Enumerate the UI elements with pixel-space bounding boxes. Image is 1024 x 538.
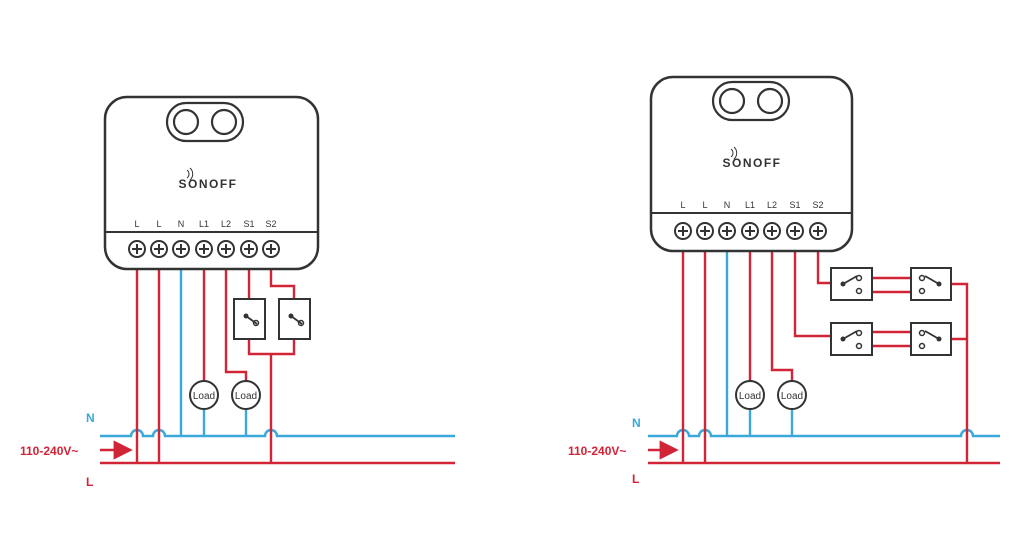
diagram-left: SONOFF L L N L1 L2 S1 S2 [20, 95, 455, 489]
left-term-label-L1: L1 [199, 219, 209, 229]
right-switch-top-1 [830, 267, 873, 301]
left-term-label-L2: L2 [221, 219, 231, 229]
left-load-1: Load [189, 380, 219, 410]
right-term-label-L1: L1 [745, 200, 755, 210]
right-screw-3 [718, 222, 736, 240]
left-term-label-S1: S1 [243, 219, 254, 229]
right-term-label-S1: S1 [789, 200, 800, 210]
left-wire-out2 [224, 258, 248, 382]
left-brand-logo: SONOFF [179, 177, 238, 191]
left-wire-S2 [269, 258, 296, 299]
right-load-1-label: Load [739, 391, 761, 402]
right-switch-return [951, 282, 969, 463]
right-screw-6 [786, 222, 804, 240]
right-terminal-labels: L L N L1 L2 S1 S2 [680, 200, 823, 210]
right-term-label-L2: L2 [767, 200, 777, 210]
right-screw-2 [696, 222, 714, 240]
left-screw-terminals [128, 240, 280, 258]
right-wire-out2 [770, 252, 794, 382]
right-switch-top-2 [910, 267, 952, 301]
left-load-2: Load [231, 380, 261, 410]
right-wires [648, 252, 1000, 465]
left-screw-7 [262, 240, 280, 258]
left-wires [100, 258, 455, 465]
left-switch-1 [233, 298, 266, 340]
left-terminal-labels: L L N L1 L2 S1 S2 [134, 219, 276, 229]
right-load-2: Load [777, 380, 807, 410]
right-term-label-L-a: L [680, 200, 685, 210]
left-term-label-L-b: L [156, 219, 161, 229]
right-screw-1 [674, 222, 692, 240]
right-term-label-S2: S2 [812, 200, 823, 210]
left-term-label-L-a: L [134, 219, 139, 229]
right-wire-S1 [793, 252, 831, 338]
right-screw-5 [763, 222, 781, 240]
right-load-1: Load [735, 380, 765, 410]
left-switch-2 [278, 298, 311, 340]
left-screw-2 [150, 240, 168, 258]
right-device: SONOFF L L N L1 L2 S1 S2 [649, 75, 854, 253]
left-screw-3 [172, 240, 190, 258]
right-wifi-icon [730, 146, 738, 160]
right-screw-4 [741, 222, 759, 240]
right-brand-logo: SONOFF [723, 156, 782, 170]
left-load-1-label: Load [193, 391, 215, 402]
left-screw-5 [217, 240, 235, 258]
right-switch-bottom-1 [830, 322, 873, 356]
right-button-2 [756, 87, 784, 115]
right-neutral-line [648, 428, 1000, 438]
right-voltage-label: 110-240V~ [568, 444, 626, 458]
diagram-right: SONOFF L L N L1 L2 S1 S2 [568, 75, 1000, 486]
left-screw-1 [128, 240, 146, 258]
right-load-2-label: Load [781, 391, 803, 402]
left-switch-common [247, 339, 296, 356]
left-button-1 [172, 108, 200, 136]
right-button-1 [718, 87, 746, 115]
left-live-label: L [86, 475, 93, 489]
left-button-2 [210, 108, 238, 136]
right-neutral-label: N [632, 416, 641, 430]
right-switch-bottom-2 [910, 322, 952, 356]
left-screw-6 [240, 240, 258, 258]
right-live-label: L [632, 472, 639, 486]
left-device: SONOFF L L N L1 L2 S1 S2 [103, 95, 320, 271]
left-load-2-label: Load [235, 391, 257, 402]
left-wifi-icon [186, 167, 194, 181]
right-screw-7 [809, 222, 827, 240]
right-screw-terminals [674, 222, 827, 240]
left-neutral-label: N [86, 411, 95, 425]
right-wire-S2 [816, 252, 831, 285]
left-term-label-S2: S2 [265, 219, 276, 229]
left-screw-4 [195, 240, 213, 258]
right-term-label-L-b: L [702, 200, 707, 210]
left-voltage-label: 110-240V~ [20, 444, 78, 458]
left-neutral-line [100, 428, 455, 438]
right-term-label-N: N [724, 200, 731, 210]
left-term-label-N: N [178, 219, 185, 229]
